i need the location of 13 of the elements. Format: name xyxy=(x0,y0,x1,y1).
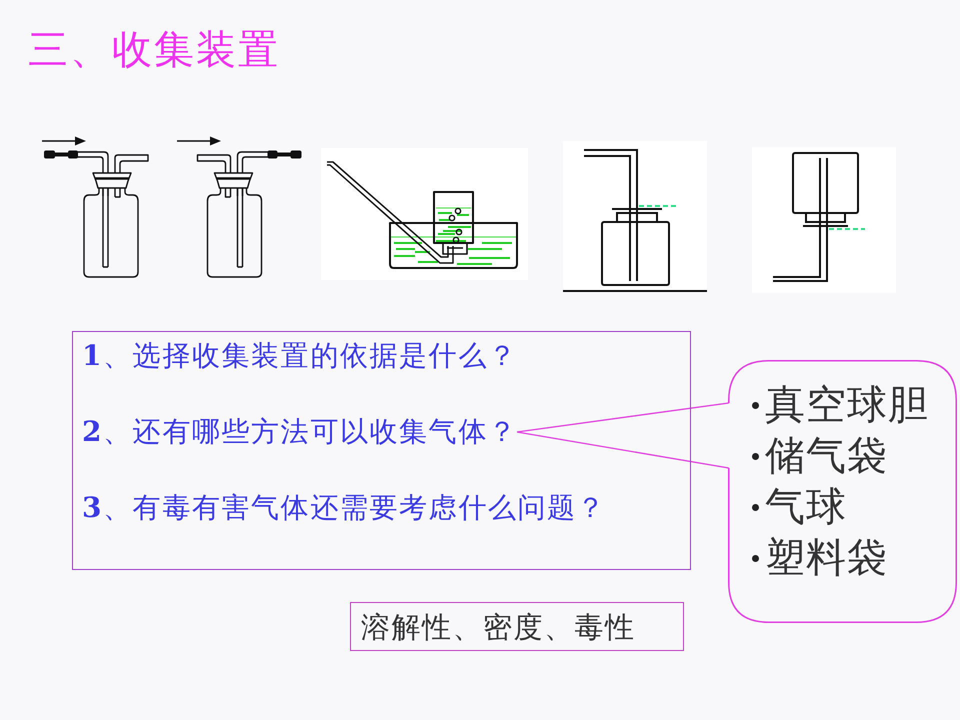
slide-title: 三、收集装置 xyxy=(28,26,280,74)
note-frame xyxy=(350,602,684,651)
question-frame xyxy=(72,331,691,570)
list-item-text: 真空球胆 xyxy=(765,381,929,430)
note-text: 溶解性、密度、毒性 xyxy=(361,608,636,646)
question-text: 3、有毒有害气体还需要考虑什么问题？ xyxy=(82,490,606,526)
callout-pointer xyxy=(516,402,730,469)
list-item-text: 气球 xyxy=(765,483,847,532)
list-item-text: 储气袋 xyxy=(765,432,888,481)
question-text: 2、还有哪些方法可以收集气体？ xyxy=(82,414,518,450)
list-item-text: 塑料袋 xyxy=(765,534,888,583)
callout-bubble xyxy=(728,360,957,623)
question-text: 1、选择收集装置的依据是什么？ xyxy=(82,338,518,374)
